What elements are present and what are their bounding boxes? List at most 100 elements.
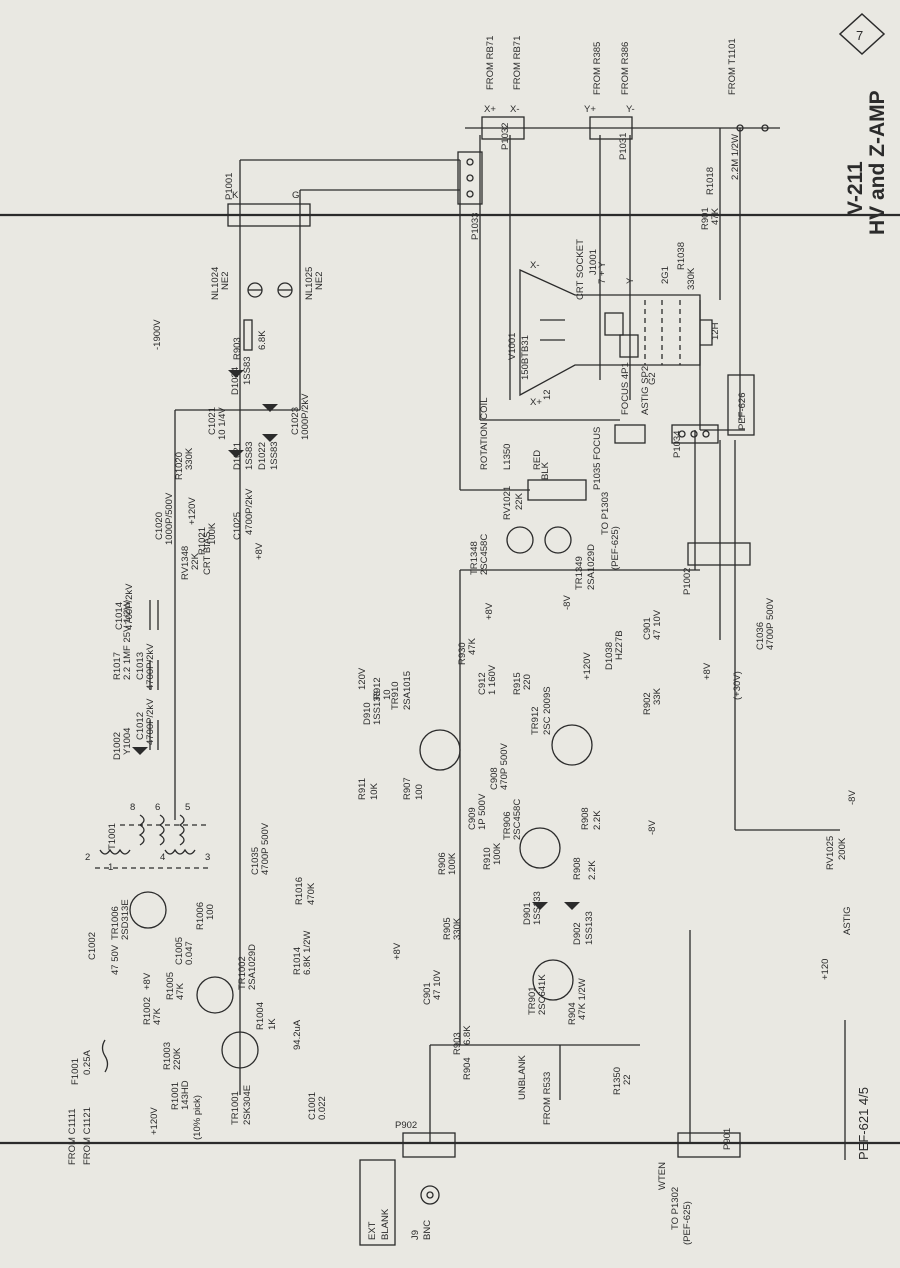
svg-text:47K 1/2W: 47K 1/2W xyxy=(577,978,588,1020)
svg-text:22K: 22K xyxy=(514,492,525,510)
svg-text:(10% pick): (10% pick) xyxy=(192,1095,203,1140)
svg-text:R1014: R1014 xyxy=(292,947,303,975)
svg-text:BNC: BNC xyxy=(422,1220,433,1240)
svg-text:HZ27B: HZ27B xyxy=(614,630,625,660)
svg-text:10: 10 xyxy=(382,689,393,700)
connector-p1033: P1033 xyxy=(457,151,483,240)
svg-text:2SK304E: 2SK304E xyxy=(242,1085,253,1125)
svg-text:C1025: C1025 xyxy=(232,512,243,540)
svg-text:+8V: +8V xyxy=(142,972,153,990)
svg-text:1K: 1K xyxy=(267,1018,278,1030)
svg-text:WTEN: WTEN xyxy=(657,1162,668,1190)
svg-text:0.047: 0.047 xyxy=(184,941,195,965)
svg-text:C901: C901 xyxy=(422,982,433,1005)
svg-text:R910: R910 xyxy=(482,847,493,870)
svg-text:F1001: F1001 xyxy=(70,1058,81,1085)
svg-text:R1006: R1006 xyxy=(195,902,206,930)
svg-text:FROM T1101: FROM T1101 xyxy=(727,38,738,95)
svg-text:1000P/500V: 1000P/500V xyxy=(164,492,175,545)
svg-text:FROM R385: FROM R385 xyxy=(592,42,603,95)
svg-text:1000P/2kV: 1000P/2kV xyxy=(300,393,311,440)
svg-text:ASTIG SP2: ASTIG SP2 xyxy=(640,366,651,415)
multiplier-caps: C1014 4700P/2kV C1013 4700P/2kV C1012 47… xyxy=(112,583,159,760)
svg-text:(PEF-625): (PEF-625) xyxy=(682,1201,693,1245)
crt-type: 150BTB31 xyxy=(520,335,531,380)
svg-text:330K: 330K xyxy=(686,267,697,290)
svg-text:FROM R386: FROM R386 xyxy=(620,42,631,95)
svg-text:-8V: -8V xyxy=(847,790,858,805)
svg-text:94.2uA: 94.2uA xyxy=(292,1019,303,1050)
svg-text:(+30V): (+30V) xyxy=(732,671,743,700)
crt-tube: V1001 150BTB31 CRT SOCKET J1001 X- X+ 7 … xyxy=(507,239,721,408)
svg-text:P1031: P1031 xyxy=(618,133,629,160)
svg-text:(PEF-625): (PEF-625) xyxy=(610,526,621,570)
svg-text:12H: 12H xyxy=(710,322,721,340)
svg-text:D1002: D1002 xyxy=(112,732,123,760)
subtitle: HV and Z-AMP xyxy=(866,90,889,235)
svg-text:RV1025: RV1025 xyxy=(825,836,836,870)
svg-text:7 + Y: 7 + Y xyxy=(597,261,608,284)
svg-text:RED: RED xyxy=(532,450,543,470)
svg-text:TO P1302: TO P1302 xyxy=(670,1187,681,1230)
svg-text:R902: R902 xyxy=(642,692,653,715)
svg-text:ROTATION COIL: ROTATION COIL xyxy=(479,398,490,470)
svg-text:PEF-626: PEF-626 xyxy=(737,393,748,431)
svg-text:NL1024: NL1024 xyxy=(210,267,221,300)
svg-text:R1016: R1016 xyxy=(294,877,305,905)
svg-text:470P 500V: 470P 500V xyxy=(499,742,510,790)
svg-text:D1021: D1021 xyxy=(232,442,243,470)
svg-text:12: 12 xyxy=(542,389,553,400)
svg-text:2.2K: 2.2K xyxy=(592,810,603,830)
svg-text:G2: G2 xyxy=(647,372,658,385)
svg-text:BLANK: BLANK xyxy=(380,1208,391,1240)
crt-socket-label: CRT SOCKET xyxy=(575,239,586,300)
svg-text:+8V: +8V xyxy=(254,542,265,560)
svg-text:1SS83: 1SS83 xyxy=(242,356,253,385)
svg-text:R904: R904 xyxy=(462,1057,473,1080)
svg-text:100K: 100K xyxy=(207,522,218,545)
svg-text:2.2 1MF 25V 1/2W: 2.2 1MF 25V 1/2W xyxy=(122,601,133,680)
svg-text:FROM RB71: FROM RB71 xyxy=(512,36,523,90)
svg-text:2SC641K: 2SC641K xyxy=(537,974,548,1015)
svg-text:R930: R930 xyxy=(457,642,468,665)
right-section: R1018 2.2M 1/2W R901 47K R1038 330K PEF-… xyxy=(582,134,858,980)
svg-text:2SD313E: 2SD313E xyxy=(120,899,131,940)
svg-text:P901: P901 xyxy=(722,1128,733,1150)
svg-text:4700P/2kV: 4700P/2kV xyxy=(124,583,135,630)
svg-text:Y-: Y- xyxy=(626,104,635,115)
svg-text:2G1: 2G1 xyxy=(660,266,671,284)
svg-text:C1023: C1023 xyxy=(290,407,301,435)
svg-text:D1038: D1038 xyxy=(604,642,615,670)
svg-text:1SS83: 1SS83 xyxy=(244,441,255,470)
svg-text:143HD: 143HD xyxy=(180,1080,191,1110)
svg-text:K: K xyxy=(232,190,239,201)
svg-text:P1033: P1033 xyxy=(470,213,481,240)
svg-text:R903: R903 xyxy=(452,1032,463,1055)
svg-text:4700P/2kV: 4700P/2kV xyxy=(244,488,255,535)
svg-text:R911: R911 xyxy=(357,778,368,800)
svg-text:6.8K 1/2W: 6.8K 1/2W xyxy=(302,931,313,975)
svg-text:R903: R903 xyxy=(232,337,243,360)
svg-text:NL1025: NL1025 xyxy=(304,267,315,300)
title-block: V-211 HV and Z-AMP xyxy=(844,90,889,235)
svg-text:0.25A: 0.25A xyxy=(82,1050,93,1075)
svg-text:+120: +120 xyxy=(820,959,831,980)
svg-text:C908: C908 xyxy=(489,767,500,790)
svg-text:R912: R912 xyxy=(372,677,383,700)
svg-text:C909: C909 xyxy=(467,807,478,830)
svg-text:4700P/2kV: 4700P/2kV xyxy=(145,698,156,745)
svg-text:220: 220 xyxy=(522,674,533,690)
svg-text:C1012: C1012 xyxy=(135,712,146,740)
svg-text:TR910: TR910 xyxy=(390,681,401,710)
svg-text:+120V: +120V xyxy=(149,1107,160,1135)
svg-text:6: 6 xyxy=(155,802,160,813)
svg-text:4700P/2kV: 4700P/2kV xyxy=(145,643,156,690)
svg-text:J1001: J1001 xyxy=(588,249,599,275)
svg-text:33K: 33K xyxy=(652,687,663,705)
svg-text:R1021: R1021 xyxy=(197,527,208,555)
svg-text:47K: 47K xyxy=(467,637,478,655)
svg-text:47 10V: 47 10V xyxy=(432,969,443,1000)
svg-text:T1001: T1001 xyxy=(107,823,118,850)
main-wiring xyxy=(0,127,900,1145)
